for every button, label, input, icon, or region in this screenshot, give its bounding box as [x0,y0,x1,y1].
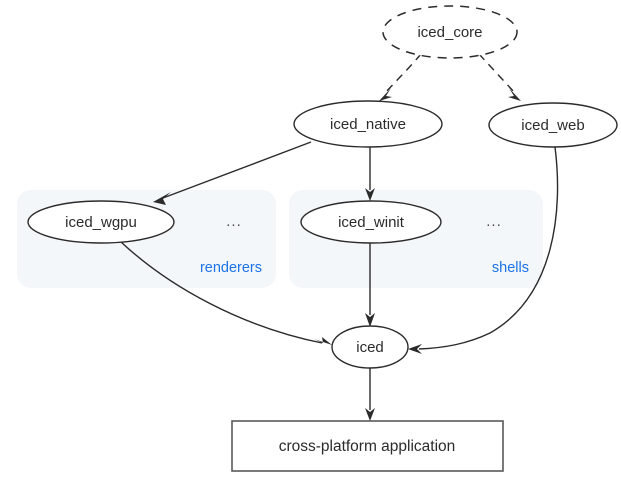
node-iced-web[interactable]: iced_web [488,102,618,148]
node-iced-core[interactable]: iced_core [382,5,518,59]
cluster-shells-label: shells [492,260,529,276]
edge-winit-to-iced [365,243,375,327]
node-cross-platform-application-shape[interactable] [231,420,504,472]
edge-native-to-wgpu [153,141,312,205]
edges-layer [119,53,559,421]
node-iced-winit[interactable]: iced_winit [300,200,442,244]
node-iced-native-shape[interactable] [293,100,443,148]
node-iced-label: iced [356,339,384,356]
node-iced[interactable]: iced [331,325,409,369]
node-iced-web-shape[interactable] [488,102,618,148]
edge-winit-to-iced-arrowhead [365,313,375,327]
edge-web-to-iced [408,146,559,354]
node-iced-winit-shape[interactable] [300,200,442,244]
edge-native-to-wgpu-arrowhead [153,192,171,205]
edge-iced-to-application [365,368,375,421]
edge-wgpu-to-iced [119,240,332,345]
node-iced-core-shape[interactable] [382,5,518,59]
edge-iced-to-application-arrowhead [365,408,375,421]
node-iced-native[interactable]: iced_native [293,100,443,148]
node-iced-wgpu[interactable]: iced_wgpu [27,200,175,244]
node-iced-wgpu-shape[interactable] [27,200,175,244]
node-iced-wgpu-label: iced_wgpu [65,214,137,231]
node-iced-web-label: iced_web [521,117,584,134]
node-iced-winit-label: iced_winit [338,214,405,231]
node-cross-platform-application[interactable]: cross-platform application [231,420,504,472]
edge-web-to-iced-arrowhead [408,344,422,354]
node-iced-native-label: iced_native [330,116,406,133]
edge-core-to-web-arrowhead [508,88,521,101]
node-cross-platform-application-label: cross-platform application [279,438,456,455]
node-iced-shape[interactable] [331,325,409,369]
edge-native-to-winit [365,147,375,201]
nodes-layer: iced_core iced_native iced_web iced_wgpu… [27,5,618,472]
edge-core-to-native-line [384,53,422,94]
edge-web-to-iced-line [418,146,559,350]
edge-wgpu-to-iced-arrowhead [314,337,332,345]
cluster-shells-ellipsis: ... [486,213,502,230]
edge-core-to-native [379,53,422,101]
edge-core-to-native-arrowhead [379,88,392,101]
edge-wgpu-to-iced-line [119,240,323,344]
edge-native-to-wgpu-line [162,141,312,199]
edge-core-to-web [478,53,521,101]
cluster-renderers-label: renderers [200,260,262,276]
edge-native-to-winit-arrowhead [365,188,375,201]
cluster-renderers-ellipsis: ... [226,213,242,230]
node-iced-core-label: iced_core [417,24,482,41]
edge-core-to-web-line [478,53,516,94]
